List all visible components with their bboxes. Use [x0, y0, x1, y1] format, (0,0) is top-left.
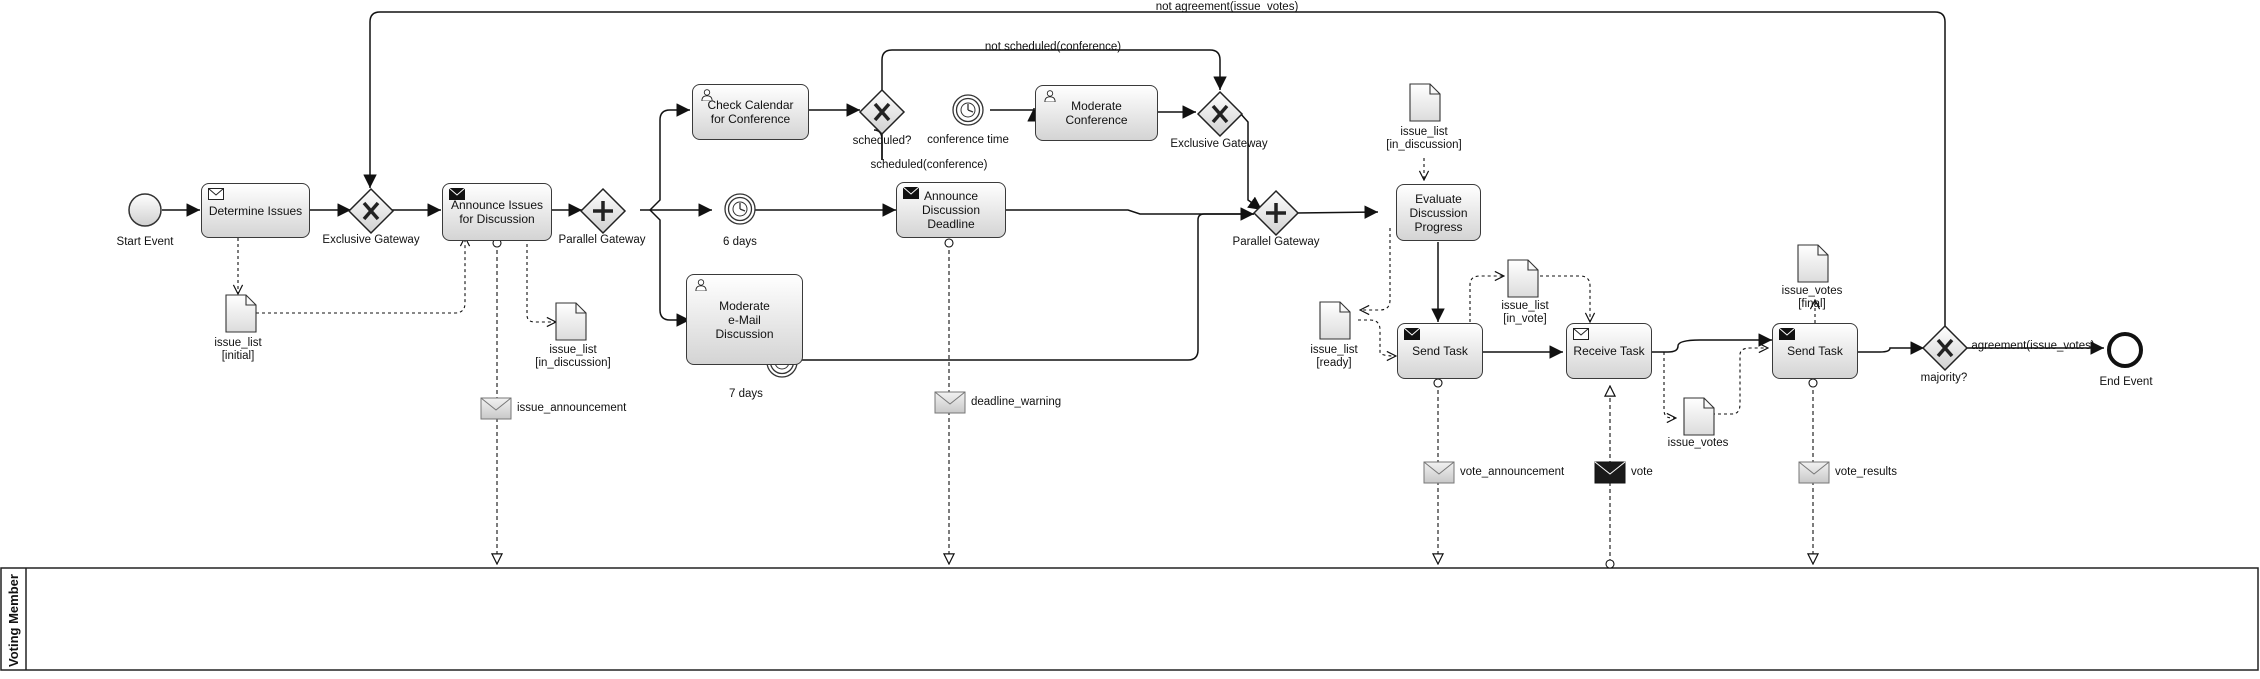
task-label: Announce Discussion Deadline	[921, 189, 981, 231]
sequence-flows	[162, 11, 2104, 361]
envelope-filled-icon	[1779, 328, 1795, 340]
timer-conference-icon	[952, 94, 984, 126]
message-vote-results-icon	[1798, 461, 1830, 484]
task-evaluate-progress[interactable]: Evaluate Discussion Progress	[1396, 184, 1481, 241]
parallel-gateway-1	[579, 187, 627, 235]
task-label: Moderate e-Mail Discussion	[715, 298, 774, 341]
envelope-filled-icon	[903, 187, 919, 199]
scheduled-gateway-label: scheduled?	[852, 135, 912, 147]
exclusive-gateway-1-label: Exclusive Gateway	[322, 234, 420, 246]
data-object-issue-votes-final	[1797, 244, 1829, 283]
task-label: Send Task	[1787, 344, 1843, 358]
flow-label-not-agreement: not agreement(issue_votes)	[1155, 1, 1299, 13]
task-label: Determine Issues	[208, 203, 303, 218]
task-label: Send Task	[1412, 344, 1468, 358]
envelope-icon	[1573, 328, 1589, 340]
flow-label-scheduled: scheduled(conference)	[870, 159, 988, 171]
envelope-filled-icon	[1404, 328, 1420, 340]
data-object-issue-list-initial	[225, 294, 257, 333]
task-label: Check Calendar for Conference	[707, 98, 794, 126]
task-announce-deadline[interactable]: Announce Discussion Deadline	[896, 182, 1006, 238]
data-object-issue-list-in-discussion-2	[1409, 83, 1441, 122]
task-determine-issues[interactable]: Determine Issues	[201, 183, 310, 238]
timer-7days-label: 7 days	[729, 388, 763, 400]
task-send-task-2[interactable]: Send Task	[1772, 323, 1858, 379]
message-vote-label: vote	[1631, 466, 1653, 478]
start-event-label: Start Event	[116, 236, 174, 248]
flow-label-agreement: agreement(issue_votes)	[1971, 340, 2095, 352]
timer-conference-label: conference time	[927, 134, 1009, 146]
parallel-gateway-2	[1252, 189, 1300, 237]
envelope-filled-icon	[449, 188, 465, 200]
task-receive-task[interactable]: Receive Task	[1566, 323, 1652, 379]
user-icon	[1044, 90, 1056, 102]
voting-member-pool	[0, 567, 2259, 671]
data-object-issue-list-ready	[1319, 301, 1351, 340]
task-send-task-1[interactable]: Send Task	[1397, 323, 1483, 379]
issue-list-ready-label: issue_list [ready]	[1310, 344, 1358, 369]
message-vote-icon	[1594, 461, 1626, 484]
message-vote-announcement-label: vote_announcement	[1460, 466, 1565, 478]
user-icon	[695, 279, 707, 291]
message-deadline-warning-label: deadline_warning	[971, 396, 1062, 408]
envelope-icon	[208, 188, 224, 200]
task-label: Evaluate Discussion Progress	[1409, 191, 1468, 234]
timer-6days-label: 6 days	[723, 236, 757, 248]
majority-gateway-label: majority?	[1920, 372, 1968, 384]
associations	[238, 158, 1815, 418]
task-label: Moderate Conference	[1065, 99, 1128, 127]
exclusive-gateway-2-label: Exclusive Gateway	[1170, 138, 1268, 150]
task-moderate-conference[interactable]: Moderate Conference	[1035, 85, 1158, 141]
data-object-issue-list-in-vote	[1507, 259, 1539, 298]
issue-list-in-discussion-2-label: issue_list [in_discussion]	[1386, 126, 1462, 151]
issue-list-in-discussion-1-label: issue_list [in_discussion]	[535, 344, 611, 369]
task-moderate-email[interactable]: Moderate e-Mail Discussion	[686, 274, 803, 365]
issue-list-initial-label: issue_list [initial]	[214, 337, 262, 362]
task-announce-issues[interactable]: Announce Issues for Discussion	[442, 183, 552, 241]
message-issue-announcement-label: issue_announcement	[517, 402, 627, 414]
parallel-gateway-1-label: Parallel Gateway	[558, 234, 646, 246]
start-event	[128, 193, 162, 227]
exclusive-gateway-1	[347, 187, 395, 235]
task-check-calendar[interactable]: Check Calendar for Conference	[692, 84, 809, 140]
data-object-issue-votes	[1683, 397, 1715, 436]
issue-votes-final-label: issue_votes [final]	[1781, 285, 1843, 310]
message-vote-results-label: vote_results	[1835, 466, 1898, 478]
pool-label: Voting Member	[6, 574, 21, 667]
user-icon	[701, 89, 713, 101]
message-flows	[497, 243, 1813, 564]
task-label: Receive Task	[1573, 344, 1645, 358]
end-event	[2107, 332, 2143, 368]
majority-gateway	[1921, 324, 1969, 372]
end-event-label: End Event	[2099, 376, 2153, 388]
data-object-issue-list-in-discussion-1	[555, 302, 587, 341]
exclusive-gateway-2	[1196, 90, 1244, 138]
message-deadline-warning-icon	[934, 391, 966, 414]
issue-votes-label: issue_votes	[1667, 437, 1729, 449]
flow-label-not-scheduled: not scheduled(conference)	[984, 41, 1122, 53]
timer-6days-icon	[724, 193, 756, 225]
parallel-gateway-2-label: Parallel Gateway	[1232, 236, 1320, 248]
task-label: Announce Issues for Discussion	[450, 198, 544, 226]
message-issue-announcement-icon	[480, 397, 512, 420]
message-flow-sources	[492, 238, 1818, 569]
scheduled-gateway	[858, 88, 906, 136]
issue-list-in-vote-label: issue_list [in_vote]	[1501, 300, 1549, 325]
message-vote-announcement-icon	[1423, 461, 1455, 484]
